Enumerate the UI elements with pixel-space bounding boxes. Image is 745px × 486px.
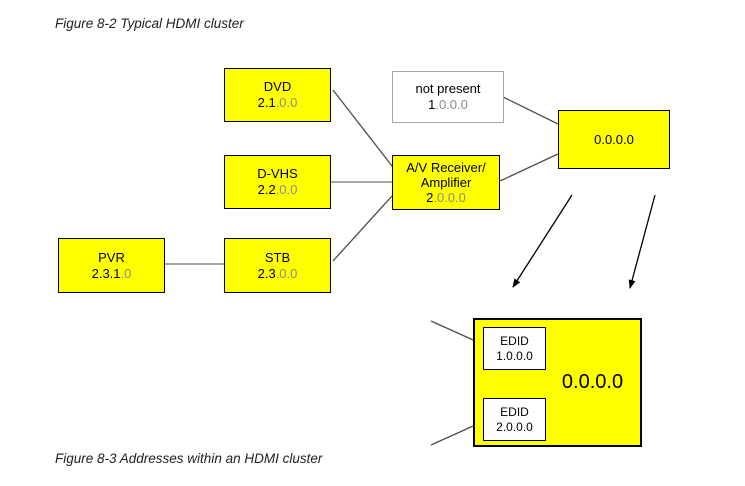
node-av-receiver-label-line1: A/V Receiver/ — [406, 160, 486, 175]
node-av-receiver-address: 2.0.0.0 — [426, 190, 466, 205]
connector-dvd-to-av-receiver — [332, 89, 393, 167]
figure-8-2-caption: Figure 8-2 Typical HDMI cluster — [55, 16, 244, 31]
edid-block-1: EDID 1.0.0.0 — [483, 327, 546, 370]
node-stb: STB 2.3.0.0 — [224, 238, 331, 293]
arrow-mapping-left-icon — [512, 194, 573, 288]
arrow-mapping-right-icon — [628, 194, 656, 289]
cluster-root-box: EDID 1.0.0.0 EDID 2.0.0.0 0.0.0.0 — [473, 318, 642, 447]
edid1-address: 1.0.0.0 — [496, 348, 533, 363]
node-dvhs-address: 2.2.0.0 — [257, 182, 298, 197]
node-root-device-address: 0.0.0.0 — [594, 131, 634, 147]
node-dvd: DVD 2.1.0.0 — [224, 68, 331, 122]
edid1-label: EDID — [500, 333, 529, 348]
connector-not-present-to-root — [502, 96, 559, 125]
node-dvd-address: 2.1.0.0 — [257, 95, 298, 110]
node-stb-label: STB — [264, 249, 291, 265]
figure-8-3-caption: Figure 8-3 Addresses within an HDMI clus… — [55, 451, 323, 466]
node-dvhs: D-VHS 2.2.0.0 — [224, 155, 331, 209]
node-pvr: PVR 2.3.1.0 — [58, 238, 165, 293]
node-pvr-label: PVR — [98, 249, 125, 265]
edid2-address: 2.0.0.0 — [496, 419, 533, 434]
edid-block-2: EDID 2.0.0.0 — [483, 398, 546, 441]
node-not-present-address: 1.0.0.0 — [428, 97, 468, 112]
node-root-device: 0.0.0.0 — [558, 110, 670, 169]
node-not-present: not present 1.0.0.0 — [392, 71, 504, 123]
node-av-receiver: A/V Receiver/ Amplifier 2.0.0.0 — [392, 155, 500, 210]
node-stb-address: 2.3.0.0 — [257, 265, 298, 281]
connector-av-receiver-to-root — [499, 153, 559, 182]
edid2-label: EDID — [500, 404, 529, 419]
cluster-root-address: 0.0.0.0 — [561, 371, 624, 393]
connector-stb-to-av-receiver — [332, 195, 393, 262]
node-dvhs-label: D-VHS — [257, 166, 298, 181]
node-not-present-label: not present — [415, 81, 481, 96]
node-dvd-label: DVD — [263, 79, 292, 94]
node-pvr-address: 2.3.1.0 — [91, 265, 132, 281]
node-av-receiver-label-line2: Amplifier — [420, 175, 472, 190]
